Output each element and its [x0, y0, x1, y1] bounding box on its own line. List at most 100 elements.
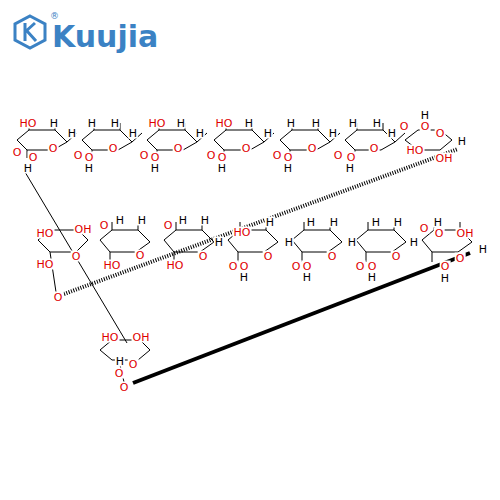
- atom-label: H: [328, 128, 338, 139]
- atom-label: O: [71, 251, 82, 262]
- ring-bond: [17, 130, 67, 150]
- atom-label: O: [48, 143, 59, 154]
- atom-label: H: [420, 110, 430, 121]
- atom-label: O: [263, 251, 274, 262]
- atom-label: O: [346, 152, 357, 163]
- atom-label: H: [263, 128, 273, 139]
- atom-label: O: [206, 150, 217, 161]
- atom-label: HO: [103, 260, 122, 271]
- atom-label: HO: [166, 260, 185, 271]
- atom-label: O: [434, 228, 445, 239]
- atom-label: O: [241, 143, 252, 154]
- wedge-bond: [133, 253, 470, 383]
- atom-label: O: [135, 250, 146, 261]
- atom-label: H: [371, 217, 381, 228]
- atom-label: O: [163, 220, 174, 231]
- atom-label: H: [311, 118, 321, 129]
- atom-label: OH: [456, 228, 475, 239]
- atom-label: HO: [101, 332, 120, 343]
- atom-label: O: [333, 150, 344, 161]
- atom-label: HO: [19, 118, 38, 129]
- atom-label: O: [73, 150, 84, 161]
- atom-label: O: [128, 359, 139, 370]
- atom-label: O: [355, 261, 366, 272]
- atom-label: H: [150, 163, 160, 174]
- atom-label: H: [306, 217, 316, 228]
- atom-label: H: [409, 237, 419, 248]
- atom-label: HO: [406, 145, 425, 156]
- atom-label: H: [178, 215, 188, 226]
- atom-label: OH: [132, 332, 151, 343]
- atom-label: H: [345, 163, 355, 174]
- atom-label: O: [108, 143, 119, 154]
- ring-bond: [100, 340, 150, 382]
- ring-bond: [356, 230, 406, 252]
- atom-label: O: [239, 261, 250, 272]
- atom-label: HO: [233, 227, 252, 238]
- atom-label: H: [440, 273, 450, 284]
- atom-label: O: [455, 253, 466, 264]
- atom-label: H: [217, 163, 227, 174]
- atom-label: H: [329, 217, 339, 228]
- atom-label: H: [283, 163, 293, 174]
- atom-label: H: [214, 237, 224, 248]
- atom-label: O: [272, 150, 283, 161]
- registered-mark: ®: [50, 12, 59, 21]
- atom-label: H: [387, 128, 397, 139]
- atom-label: H: [128, 128, 138, 139]
- atom-label: O: [327, 251, 338, 262]
- atom-label: O: [53, 292, 64, 303]
- atom-label: H: [87, 118, 97, 129]
- atom-label: O: [291, 261, 302, 272]
- atom-label: O: [399, 121, 410, 132]
- atom-label: H: [348, 118, 358, 129]
- atom-label: H: [49, 118, 59, 129]
- atom-label: O: [302, 261, 313, 272]
- atom-label: O: [283, 152, 294, 163]
- atom-label: O: [119, 382, 130, 393]
- atom-label: H: [84, 163, 94, 174]
- atom-label: OH: [74, 224, 93, 235]
- atom-label: HO: [36, 228, 55, 239]
- atom-label: H: [115, 215, 125, 226]
- logo-icon: [15, 16, 45, 48]
- atom-label: H: [244, 118, 254, 129]
- atom-label: O: [150, 152, 161, 163]
- atom-label: OH: [435, 153, 454, 164]
- atom-label: H: [115, 356, 125, 367]
- atom-label: H: [367, 272, 377, 283]
- atom-label: O: [228, 261, 239, 272]
- atom-label: HO: [36, 259, 55, 270]
- atom-label: O: [114, 368, 125, 379]
- atom-label: H: [302, 272, 312, 283]
- linkage-bond: [25, 172, 127, 343]
- hashed-bond: [64, 149, 458, 294]
- atom-label: H: [372, 118, 382, 129]
- ring-bond: [214, 130, 264, 150]
- atom-label: O: [99, 220, 110, 231]
- brand-logo: Kuujia: [52, 22, 158, 52]
- atom-label: O: [367, 261, 378, 272]
- atom-label: H: [137, 215, 147, 226]
- atom-label: HO: [148, 118, 167, 129]
- atom-label: H: [265, 217, 275, 228]
- atom-label: H: [478, 244, 488, 255]
- atom-label: O: [307, 143, 318, 154]
- atom-label: H: [286, 118, 296, 129]
- atom-label: O: [391, 251, 402, 262]
- atom-label: H: [284, 237, 294, 248]
- atom-label: O: [198, 251, 209, 262]
- atom-label: HO: [215, 118, 234, 129]
- ring-bond: [292, 230, 342, 252]
- atom-label: O: [28, 152, 39, 163]
- atom-label: H: [195, 128, 205, 139]
- atom-label: H: [67, 128, 77, 139]
- atom-label: O: [440, 261, 451, 272]
- atom-label: H: [457, 136, 467, 147]
- atom-label: O: [419, 223, 430, 234]
- atom-label: H: [393, 217, 403, 228]
- atom-label: H: [239, 272, 249, 283]
- atom-label: H: [110, 118, 120, 129]
- atom-label: O: [139, 150, 150, 161]
